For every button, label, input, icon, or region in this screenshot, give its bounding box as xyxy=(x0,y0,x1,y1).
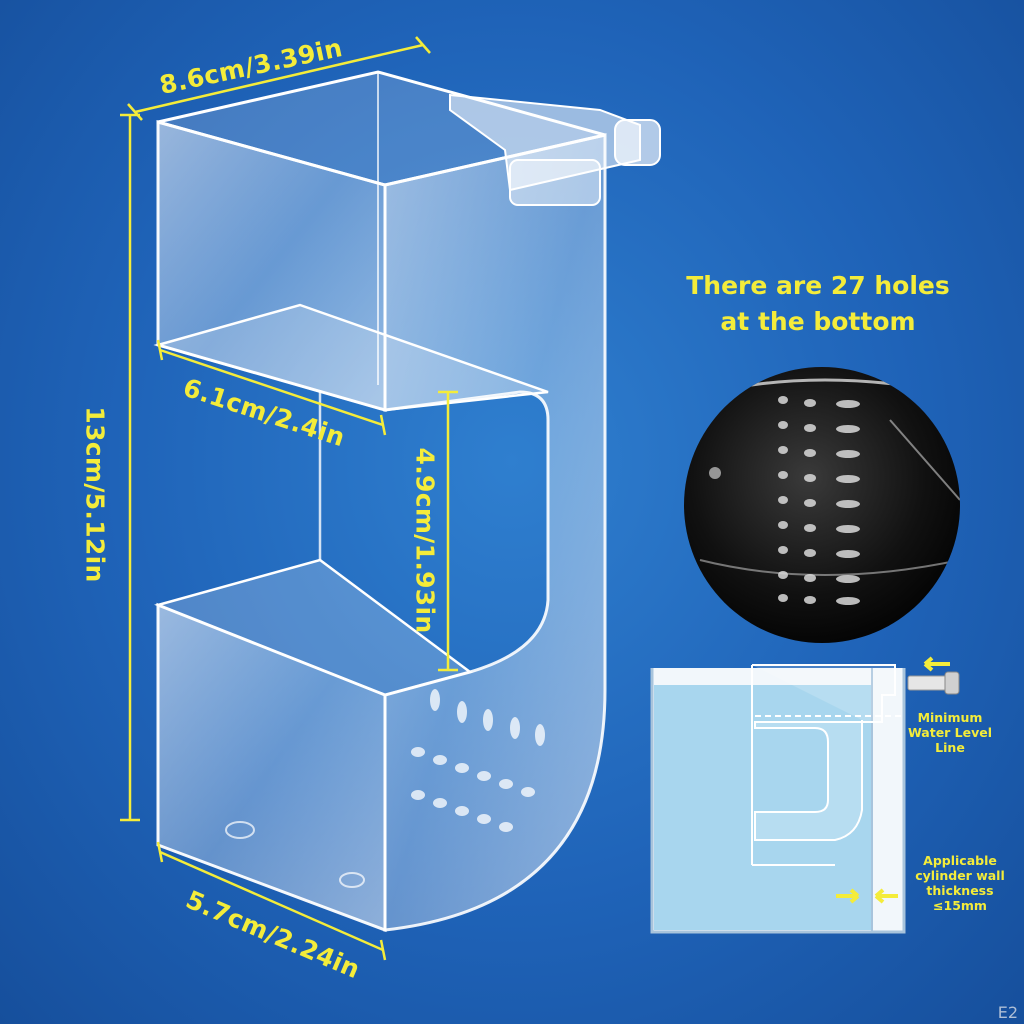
clamp-arrow-icon xyxy=(923,656,950,672)
opening-height-label: 4.9cm/1.93in xyxy=(410,447,440,634)
dimension-lines xyxy=(120,36,458,961)
box-upper-floor xyxy=(153,303,549,412)
wall-arrow-right-icon xyxy=(874,888,898,904)
height-label: 13cm/5.12in xyxy=(80,406,110,583)
holes-headline: There are 27 holes at the bottom xyxy=(668,268,968,340)
wall-thickness-callout: Applicable cylinder wall thickness ≤15mm xyxy=(915,853,1005,913)
acrylic-box xyxy=(153,70,661,933)
wall-arrow-left-icon xyxy=(836,888,860,904)
headline-line-1: There are 27 holes xyxy=(686,271,950,300)
water-level-callout: Minimum Water Level Line xyxy=(907,710,993,755)
headline-line-2: at the bottom xyxy=(720,307,916,336)
watermark: E2 xyxy=(997,1003,1018,1022)
holes-closeup xyxy=(684,367,960,643)
tank-diagram xyxy=(650,656,960,934)
tank-box-outline xyxy=(752,664,896,841)
bottom-holes xyxy=(411,689,545,832)
mounting-clip xyxy=(449,93,661,206)
